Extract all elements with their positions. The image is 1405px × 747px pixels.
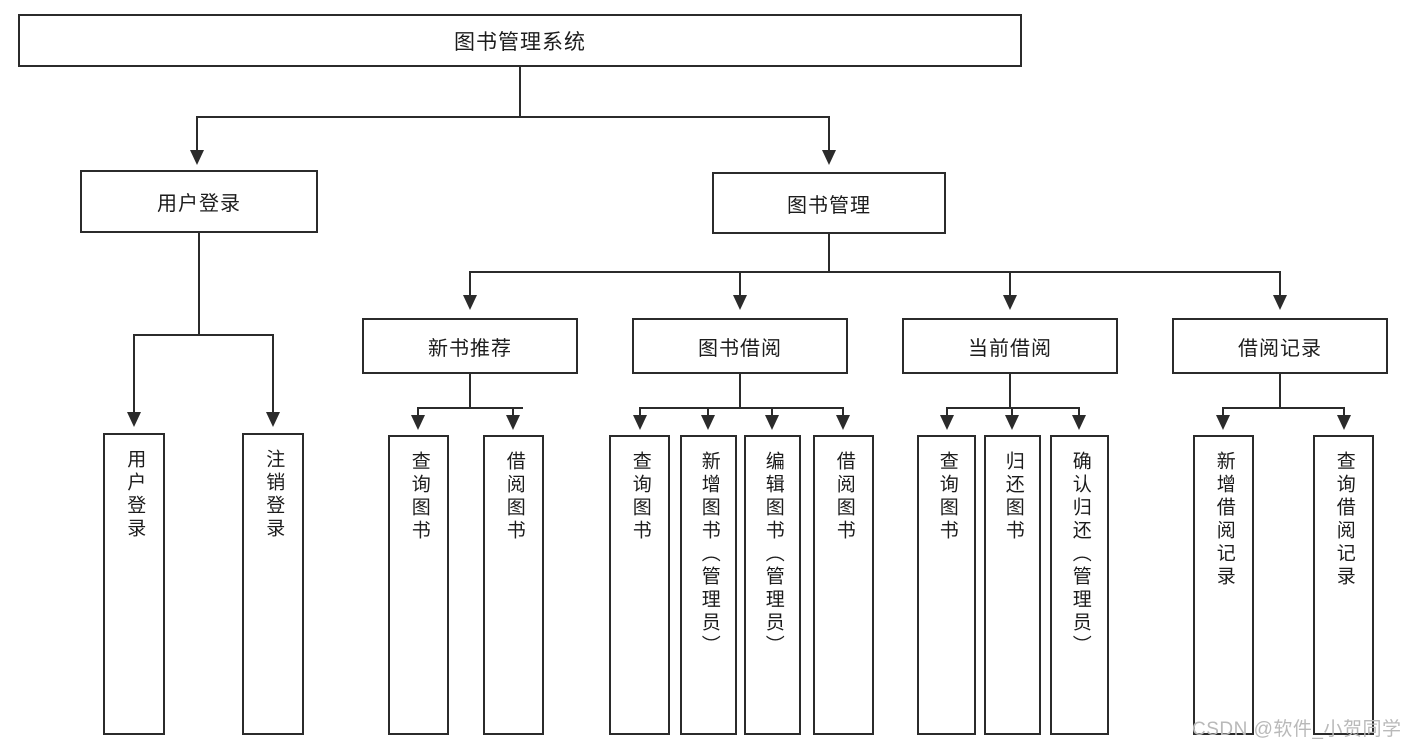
connector-to-current-borrow xyxy=(1009,271,1011,299)
node-label: 查询图书 xyxy=(408,451,430,543)
connector-book-borrow-stem xyxy=(739,374,741,409)
node-label: 新增图书（管理员） xyxy=(698,451,720,658)
node-book-manage[interactable]: 图书管理 xyxy=(712,172,946,234)
arrow-current-borrow-leaf-1 xyxy=(940,415,954,430)
node-label: 查询图书 xyxy=(629,451,651,543)
connector-book-borrow-leaf-3 xyxy=(771,407,773,419)
connector-new-book-leaf-1 xyxy=(417,407,419,419)
arrow-to-new-book xyxy=(463,295,477,310)
arrow-to-book-manage xyxy=(822,150,836,165)
node-label: 确认归还（管理员） xyxy=(1069,451,1091,658)
arrow-to-current-borrow xyxy=(1003,295,1017,310)
connector-borrow-record-leaf-2 xyxy=(1343,407,1345,419)
node-new-book-recommend[interactable]: 新书推荐 xyxy=(362,318,578,374)
connector-level2-bus xyxy=(196,116,830,118)
leaf-new-book-borrow[interactable]: 借阅图书 xyxy=(483,435,544,735)
arrow-new-book-leaf-2 xyxy=(506,415,520,430)
node-label: 借阅图书 xyxy=(503,451,525,543)
connector-book-borrow-leaf-4 xyxy=(842,407,844,419)
connector-new-book-stem xyxy=(469,374,471,409)
arrow-user-login-leaf-1 xyxy=(127,412,141,427)
leaf-book-borrow-edit[interactable]: 编辑图书（管理员） xyxy=(744,435,801,735)
connector-new-book-bus xyxy=(417,407,523,409)
leaf-current-borrow-query[interactable]: 查询图书 xyxy=(917,435,976,735)
connector-current-borrow-bus xyxy=(946,407,1080,409)
arrow-user-login-leaf-2 xyxy=(266,412,280,427)
connector-to-book-borrow xyxy=(739,271,741,299)
node-label: 用户登录 xyxy=(157,193,241,215)
leaf-book-borrow-add[interactable]: 新增图书（管理员） xyxy=(680,435,737,735)
connector-book-borrow-bus xyxy=(639,407,844,409)
connector-current-borrow-leaf-1 xyxy=(946,407,948,419)
node-label: 图书管理 xyxy=(787,194,871,217)
node-label: 查询图书 xyxy=(936,451,958,543)
connector-book-borrow-leaf-1 xyxy=(639,407,641,419)
connector-book-borrow-leaf-2 xyxy=(707,407,709,419)
connector-to-book-manage xyxy=(828,116,830,154)
arrow-current-borrow-leaf-2 xyxy=(1005,415,1019,430)
node-label: 图书管理系统 xyxy=(454,30,586,54)
connector-user-login-stem xyxy=(198,233,200,335)
leaf-borrow-record-query[interactable]: 查询借阅记录 xyxy=(1313,435,1374,735)
leaf-book-borrow-query[interactable]: 查询图书 xyxy=(609,435,670,735)
node-label: 当前借阅 xyxy=(968,337,1052,360)
leaf-user-login-login[interactable]: 用户登录 xyxy=(103,433,165,735)
connector-current-borrow-leaf-2 xyxy=(1011,407,1013,419)
node-current-borrow[interactable]: 当前借阅 xyxy=(902,318,1118,374)
leaf-current-borrow-confirm[interactable]: 确认归还（管理员） xyxy=(1050,435,1109,735)
arrow-to-book-borrow xyxy=(733,295,747,310)
node-label: 图书借阅 xyxy=(698,337,782,360)
node-borrow-record[interactable]: 借阅记录 xyxy=(1172,318,1388,374)
arrow-new-book-leaf-1 xyxy=(411,415,425,430)
connector-to-user-login xyxy=(196,116,198,154)
arrow-borrow-record-leaf-1 xyxy=(1216,415,1230,430)
node-label: 新书推荐 xyxy=(428,337,512,360)
connector-borrow-record-bus xyxy=(1222,407,1344,409)
connector-level3-bus xyxy=(469,271,1280,273)
connector-to-borrow-record xyxy=(1279,271,1281,299)
node-label: 借阅记录 xyxy=(1238,337,1322,360)
connector-book-manage-stem xyxy=(828,234,830,272)
leaf-user-login-logout[interactable]: 注销登录 xyxy=(242,433,304,735)
node-label: 用户登录 xyxy=(124,449,146,541)
node-label: 借阅图书 xyxy=(833,451,855,543)
leaf-borrow-record-add[interactable]: 新增借阅记录 xyxy=(1193,435,1254,735)
connector-user-login-leaf-1 xyxy=(133,334,135,416)
csdn-watermark: CSDN @软件_小贺同学 xyxy=(1192,719,1402,740)
node-user-login[interactable]: 用户登录 xyxy=(80,170,318,233)
arrow-book-borrow-leaf-1 xyxy=(633,415,647,430)
arrow-to-borrow-record xyxy=(1273,295,1287,310)
leaf-current-borrow-return[interactable]: 归还图书 xyxy=(984,435,1041,735)
leaf-book-borrow-borrow[interactable]: 借阅图书 xyxy=(813,435,874,735)
connector-new-book-leaf-2 xyxy=(512,407,514,419)
connector-current-borrow-stem xyxy=(1009,374,1011,409)
connector-to-new-book xyxy=(469,271,471,299)
node-book-borrow[interactable]: 图书借阅 xyxy=(632,318,848,374)
connector-current-borrow-leaf-3 xyxy=(1078,407,1080,419)
node-label: 归还图书 xyxy=(1002,451,1024,543)
arrow-borrow-record-leaf-2 xyxy=(1337,415,1351,430)
connector-user-login-bus xyxy=(133,334,273,336)
node-root-system[interactable]: 图书管理系统 xyxy=(18,14,1022,67)
arrow-book-borrow-leaf-4 xyxy=(836,415,850,430)
arrow-book-borrow-leaf-3 xyxy=(765,415,779,430)
connector-root-stem xyxy=(519,67,521,117)
node-label: 查询借阅记录 xyxy=(1333,451,1355,589)
connector-user-login-leaf-2 xyxy=(272,334,274,416)
node-label: 注销登录 xyxy=(263,449,285,541)
arrow-book-borrow-leaf-2 xyxy=(701,415,715,430)
connector-borrow-record-leaf-1 xyxy=(1222,407,1224,419)
arrow-current-borrow-leaf-3 xyxy=(1072,415,1086,430)
node-label: 新增借阅记录 xyxy=(1213,451,1235,589)
arrow-to-user-login xyxy=(190,150,204,165)
connector-borrow-record-stem xyxy=(1279,374,1281,409)
node-label: 编辑图书（管理员） xyxy=(762,451,784,658)
leaf-new-book-query[interactable]: 查询图书 xyxy=(388,435,449,735)
